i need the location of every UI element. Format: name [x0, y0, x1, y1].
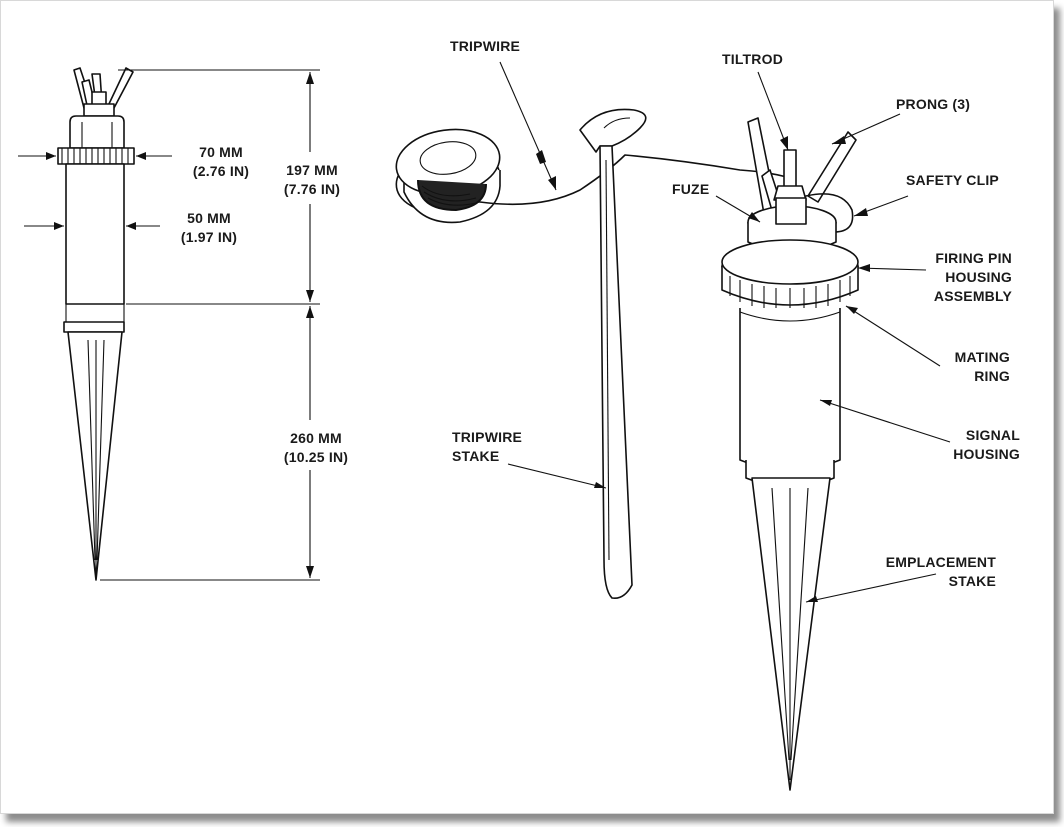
- dim-260mm-label: 260 MM (10.25 IN): [264, 429, 368, 467]
- label-tripwire: TRIPWIRE: [450, 38, 521, 54]
- label-firing-pin-line-1: FIRING PIN: [935, 250, 1012, 266]
- dim-197mm-inches: (7.76 IN): [283, 181, 341, 197]
- label-tripwire-stake-line-2: STAKE: [452, 448, 500, 464]
- label-firing-pin-line-3: ASSEMBLY: [933, 288, 1012, 304]
- tripwire-spool: [395, 128, 791, 224]
- leader-lines: [499, 61, 951, 603]
- label-fuze: FUZE: [672, 181, 710, 197]
- dim-197mm-label: 197 MM (7.76 IN): [264, 161, 360, 199]
- label-firing-pin-housing: FIRING PIN HOUSING ASSEMBLY: [900, 249, 1012, 306]
- signal-device: [721, 117, 859, 791]
- label-tripwire-stake-line-1: TRIPWIRE: [452, 429, 523, 445]
- label-mating-ring-line-2: RING: [974, 368, 1010, 384]
- dim-197mm: 197 MM: [286, 162, 338, 178]
- dim-50mm-inches: (1.97 IN): [180, 229, 238, 245]
- drawing-frame: [0, 0, 1054, 814]
- label-tripwire-stake: TRIPWIRE STAKE: [452, 428, 522, 466]
- label-signal-housing: SIGNAL HOUSING: [920, 426, 1020, 464]
- dim-260mm: 260 MM: [290, 430, 342, 446]
- tripwire-stake: [579, 108, 647, 600]
- label-signal-housing-line-1: SIGNAL: [965, 427, 1020, 443]
- label-prong: PRONG (3): [896, 96, 971, 112]
- dim-70mm-label: 70 MM (2.76 IN): [176, 143, 266, 181]
- label-emplacement-stake-line-1: EMPLACEMENT: [885, 554, 996, 570]
- label-safety-clip: SAFETY CLIP: [906, 172, 999, 188]
- dim-70mm-inches: (2.76 IN): [192, 163, 250, 179]
- label-mating-ring: MATING RING: [920, 348, 1010, 386]
- label-mating-ring-line-1: MATING: [954, 349, 1010, 365]
- dim-70mm: 70 MM: [199, 144, 243, 160]
- label-emplacement-stake-line-2: STAKE: [948, 573, 996, 589]
- dim-50mm: 50 MM: [187, 210, 231, 226]
- dim-260mm-inches: (10.25 IN): [283, 449, 349, 465]
- label-emplacement-stake: EMPLACEMENT STAKE: [868, 553, 996, 591]
- label-signal-housing-line-2: HOUSING: [953, 446, 1020, 462]
- dim-50mm-label: 50 MM (1.97 IN): [164, 209, 254, 247]
- elevation-view: [18, 67, 320, 581]
- label-tiltrod: TILTROD: [722, 51, 784, 67]
- label-firing-pin-line-2: HOUSING: [945, 269, 1012, 285]
